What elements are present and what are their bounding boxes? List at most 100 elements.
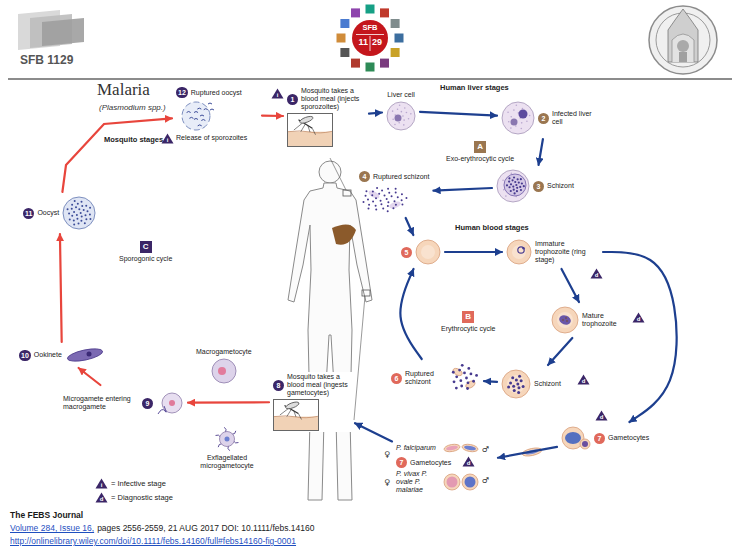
stage-label: Infected liver cell (552, 110, 592, 126)
drawing-part (220, 432, 235, 447)
stage-node: 4Ruptured schizont (358, 170, 430, 215)
stage-node: Macrogametocyte (195, 347, 253, 385)
drawing-part (81, 201, 83, 203)
drawing-part (204, 109, 208, 110)
cell-picture (65, 346, 105, 364)
drawing-part (465, 377, 468, 380)
citation: pages 2556-2559, 21 AUG 2017 DOI: 10.111… (97, 524, 314, 534)
cell-picture (448, 363, 480, 393)
drawing-part (200, 115, 204, 116)
logo-text: 29 (372, 37, 382, 47)
cycle-arrow (62, 118, 172, 192)
drawing-part (87, 210, 89, 212)
drawing-part (510, 183, 512, 185)
drawing-part (668, 9, 698, 62)
drawing-part (71, 208, 73, 210)
drawing-part (96, 493, 108, 503)
drawing-part (511, 119, 518, 126)
drawing-part (520, 178, 522, 180)
drawing-part (518, 375, 521, 378)
cycle-arrow (400, 269, 421, 359)
drawing-part (580, 439, 590, 449)
stage-node: 8Mosquito takes a blood meal (ingests ga… (272, 372, 352, 432)
drawing-part (375, 208, 377, 210)
node-row: 5 (401, 239, 441, 265)
drawing-part (401, 111, 403, 113)
drawing-part (578, 375, 590, 385)
drawing-part (71, 204, 73, 206)
drawing-part (518, 247, 524, 253)
drawing-part (384, 195, 386, 197)
drawing-part (332, 224, 356, 244)
stage-node: 6Ruptured schizont (390, 362, 481, 394)
cell-picture (506, 239, 532, 265)
drawing-part (392, 207, 394, 209)
callout-number: 2 (538, 113, 549, 124)
drawing-part (218, 367, 226, 375)
drawing-part (162, 393, 182, 413)
drawing-part (511, 179, 513, 181)
node-row (211, 426, 243, 452)
drawing-part (330, 158, 346, 190)
stage-heading: Human blood stages (455, 224, 529, 233)
drawing-part (343, 190, 351, 196)
stage-marker: d (577, 374, 590, 385)
node-row: P. vivax P. ovale P. malariae (396, 470, 479, 494)
drawing-part (565, 317, 567, 319)
drawing-part (506, 184, 508, 186)
drawing-part (522, 385, 525, 388)
stage-marker-letter: i (161, 137, 174, 144)
drawing-part (467, 381, 470, 384)
drawing-part (518, 181, 520, 183)
node-row (359, 184, 409, 214)
drawing-part (513, 176, 515, 178)
stage-label: Ruptured schizont (373, 173, 429, 181)
drawing-part (460, 385, 463, 388)
stage-label: Erythrocytic cycle (441, 325, 495, 333)
drawing-part (182, 102, 210, 130)
callout-number: 1 (287, 94, 298, 105)
stage-marker-letter: d (590, 272, 603, 279)
stage-node: P. falciparum7GametocytesP. vivax P. ova… (395, 440, 495, 495)
drawing-part (408, 118, 410, 120)
drawing-part (375, 197, 377, 199)
drawing-part (395, 115, 402, 122)
callout-number: 12 (176, 87, 188, 98)
cell-picture (415, 239, 441, 265)
drawing-part (403, 124, 405, 126)
stage-label: Gametocytes (608, 434, 649, 442)
drawing-part (562, 319, 564, 321)
drawing-part (503, 189, 505, 191)
sex-symbol: ♀ (384, 478, 390, 487)
drawing-part (404, 107, 406, 109)
node-row: 7Gametocytes (561, 426, 649, 450)
drawing-part (472, 380, 475, 383)
drawing-part (565, 432, 581, 444)
stage-label: Exo-erythrocytic cycle (446, 155, 514, 163)
logo-text: SFB 1129 (20, 54, 73, 68)
node-row: P. falciparum (396, 441, 479, 455)
drawing-part (395, 191, 397, 193)
drawing-part (402, 115, 404, 117)
legend: = Infective stage= Diagnostic stage (95, 478, 173, 503)
drawing-part (387, 210, 389, 212)
callout-number: 8 (273, 380, 284, 391)
drawing-part (272, 89, 284, 99)
drawing-part (395, 34, 404, 43)
drawing-part (452, 367, 464, 377)
drawing-part (502, 370, 530, 398)
cycle-arrow (562, 269, 579, 302)
node-row: Macrogametocyte (196, 348, 252, 356)
sex-symbol: ♂ (482, 445, 489, 454)
drawing-part (367, 189, 380, 200)
node-row: Exo-erythrocytic cycle (446, 155, 514, 163)
drawing-part (380, 59, 389, 68)
drawing-part (85, 214, 87, 216)
drawing-part (362, 290, 370, 296)
drawing-part (77, 218, 79, 220)
stage-marker-letter: d (632, 316, 645, 323)
drawing-part (515, 378, 518, 381)
drawing-part (467, 367, 470, 370)
cycle-box: CSporogonic cycle (118, 240, 173, 264)
